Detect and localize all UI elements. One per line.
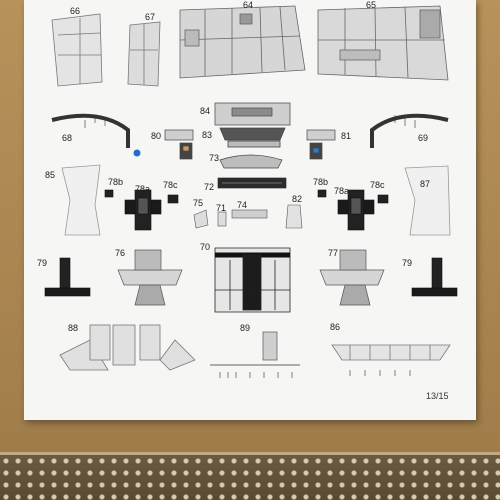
label-81: 81 [341,131,352,141]
part-64 [179,5,306,79]
label-78c-right: 78c [370,180,385,190]
part-80 [164,129,194,160]
part-88 [59,324,196,371]
part-66 [51,13,103,87]
label-69: 69 [418,133,429,143]
label-88: 88 [68,323,79,333]
label-72: 72 [204,182,215,192]
label-86: 86 [330,322,341,332]
label-76: 76 [115,248,126,258]
label-77: 77 [328,248,339,258]
label-68: 68 [62,133,73,143]
label-71: 71 [216,203,227,213]
label-78a-right: 78a [334,186,350,196]
glue-tab-marks [84,115,416,378]
part-79-right [411,257,458,297]
label-67: 67 [145,12,156,22]
label-79-right: 79 [402,258,413,268]
label-75: 75 [193,198,204,208]
part-65 [317,5,449,81]
label-66: 66 [70,6,81,16]
part-83 [219,127,286,148]
part-85 [61,164,101,236]
label-64: 64 [243,0,254,10]
label-83: 83 [202,130,213,140]
part-68 [51,113,130,148]
label-85: 85 [45,170,56,180]
label-73: 73 [209,153,220,163]
label-74: 74 [237,200,248,210]
part-78-left [104,189,179,231]
label-80: 80 [151,131,162,141]
part-76 [117,249,183,306]
part-86 [331,344,451,361]
part-87 [404,165,451,236]
part-73 [219,154,283,169]
label-79-left: 79 [37,258,48,268]
part-89 [210,331,300,366]
part-69 [370,113,449,148]
part-75 [193,209,209,229]
part-79-left [44,257,91,297]
part-78-right [317,189,389,231]
label-78b-right: 78b [313,177,329,187]
label-65: 65 [366,0,377,10]
label-78a-left: 78a [135,184,151,194]
part-67 [127,21,161,87]
label-82: 82 [292,194,303,204]
blue-marker-dot [133,149,141,157]
label-87: 87 [420,179,431,189]
part-70 [214,247,291,313]
page-number: 13/15 [426,391,449,401]
part-74 [231,209,268,219]
part-84 [214,102,291,126]
lace-doily [0,455,500,500]
part-82 [285,204,303,229]
part-81 [306,129,336,160]
part-72 [217,177,287,189]
label-70: 70 [200,242,211,252]
part-71 [217,211,227,227]
part-77 [319,249,385,306]
label-78b-left: 78b [108,177,124,187]
label-84: 84 [200,106,211,116]
label-78c-left: 78c [163,180,178,190]
label-89: 89 [240,323,251,333]
